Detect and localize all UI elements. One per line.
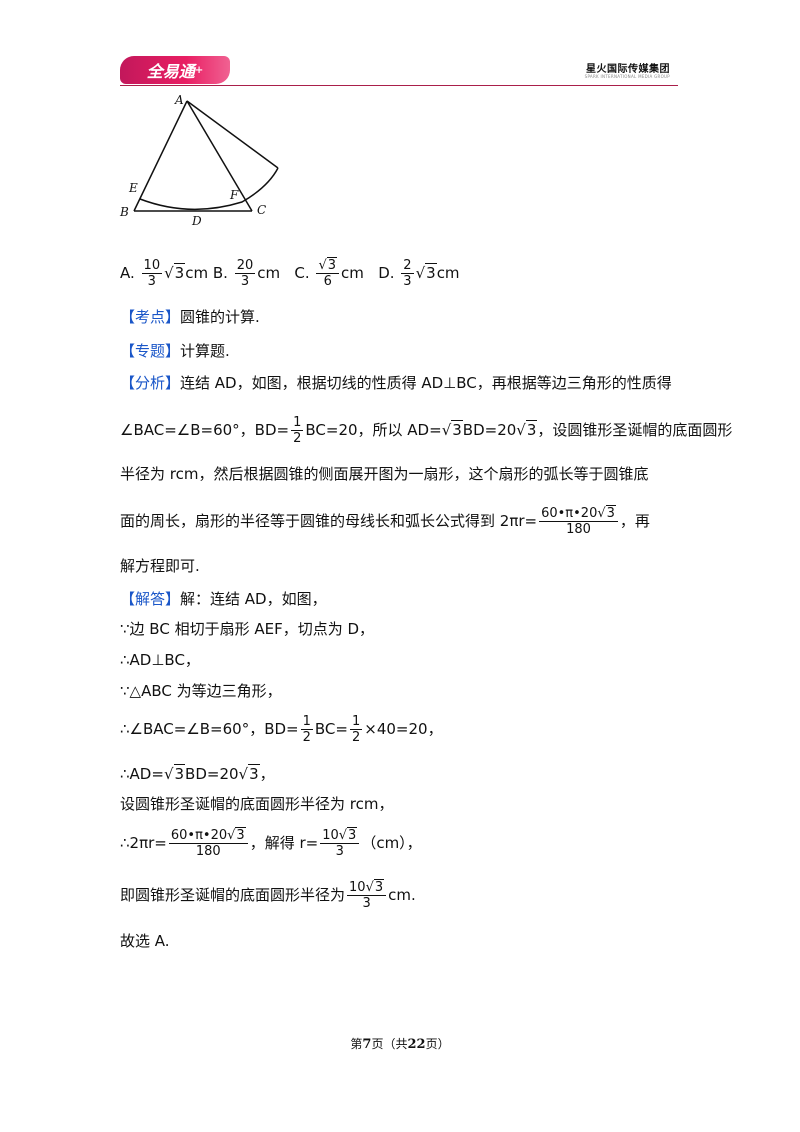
fenxi-line-5: 解方程即可.: [120, 555, 200, 576]
label-a: A: [174, 93, 184, 107]
label-b: B: [119, 205, 129, 219]
zhuanti-line: 【专题】计算题.: [120, 340, 230, 361]
footer-mid: 页（共: [371, 1037, 408, 1051]
fenxi-text-4a: 面的周长，扇形的半径等于圆锥的母线长和弧长公式得到 2πr=: [120, 512, 538, 530]
jieda-text-9a: 即圆锥形圣诞帽的底面圆形半径为: [120, 886, 346, 904]
jieda-text-5b: BC=: [314, 720, 348, 738]
label-e: E: [128, 181, 138, 195]
jieda-text-8c: （cm），: [361, 834, 422, 852]
option-b-label: B.: [212, 264, 228, 282]
page-number: 7: [362, 1037, 372, 1052]
fenxi-text-2b: BC=20，所以 AD=: [305, 421, 442, 439]
zhuanti-tag: 【专题】: [120, 342, 181, 360]
page-footer: 第7页（共22页）: [0, 1035, 800, 1052]
jieda-line-7: 设圆锥形圣诞帽的底面圆形半径为 rcm，: [120, 795, 394, 813]
option-a-unit: cm: [185, 264, 209, 282]
option-b-unit: cm: [257, 264, 281, 282]
fenxi-tag: 【分析】: [120, 374, 181, 392]
jieda-line-10: 故选 A.: [120, 932, 170, 950]
jieda-line-6: ∴AD=√3BD=20√3，: [120, 763, 275, 784]
jieda-text-1: 解：连结 AD，如图，: [180, 590, 327, 608]
jieda-text-6c: ，: [259, 765, 275, 783]
jieda-text-5a: ∴∠BAC=∠B=60°，BD=: [120, 720, 299, 738]
total-pages: 22: [407, 1037, 426, 1052]
jieda-line-1: 【解答】解：连结 AD，如图，: [120, 588, 327, 609]
option-c-label: C.: [294, 264, 310, 282]
jieda-tag: 【解答】: [120, 590, 181, 608]
fenxi-text-2a: ∠BAC=∠B=60°，BD=: [120, 421, 290, 439]
label-c: C: [257, 203, 266, 217]
jieda-text-9b: cm.: [388, 886, 416, 904]
sqrt-symbol: √3: [164, 263, 186, 282]
fenxi-text-2c: BD=20: [462, 421, 517, 439]
jieda-text-6b: BD=20: [185, 765, 239, 783]
option-d-unit: cm: [436, 264, 460, 282]
brand-logo: 全易通+: [120, 56, 230, 84]
sector-arc: [139, 167, 279, 211]
jieda-text-8b: ，解得 r=: [249, 834, 319, 852]
option-d-label: D.: [378, 264, 395, 282]
label-f: F: [229, 188, 239, 202]
sqrt-symbol: √3: [441, 420, 463, 439]
label-d: D: [191, 214, 202, 227]
footer-pre: 第: [350, 1037, 363, 1051]
fenxi-line-1: 【分析】连结 AD，如图，根据切线的性质得 AD⊥BC，再根据等边三角形的性质得: [120, 372, 672, 393]
logo-text: 全易通: [146, 62, 195, 81]
jieda-text-5c: ×40=20，: [364, 720, 443, 738]
fenxi-text-4b: ，再: [619, 512, 650, 530]
sqrt-symbol: √3: [163, 764, 186, 783]
jieda-line-2: ∵边 BC 相切于扇形 AEF，切点为 D，: [120, 620, 375, 638]
jieda-text-8a: ∴2πr=: [120, 834, 167, 852]
company-name: 星火国际传媒集团: [586, 64, 670, 75]
kaodian-line: 【考点】圆锥的计算.: [120, 306, 260, 327]
kaodian-tag: 【考点】: [120, 308, 181, 326]
kaodian-text: 圆锥的计算.: [180, 308, 260, 326]
sqrt-symbol: √3: [238, 764, 260, 783]
footer-post: 页）: [425, 1037, 450, 1051]
option-c-unit: cm: [341, 264, 364, 282]
fenxi-text-5: 解方程即可.: [120, 557, 200, 575]
geometry-figure: A E B D F C: [119, 93, 279, 227]
fenxi-text-2d: ，设圆锥形圣诞帽的底面圆形: [537, 421, 733, 439]
jieda-line-3: ∴AD⊥BC，: [120, 651, 200, 669]
fenxi-text-3: 半径为 rcm，然后根据圆锥的侧面展开图为一扇形，这个扇形的弧长等于圆锥底: [120, 465, 649, 483]
edge-ab: [133, 100, 188, 212]
edge-ac: [186, 100, 253, 212]
company-subtitle: SPARK INTERNATIONAL MEDIA GROUP: [584, 74, 670, 79]
sector-radius-right: [186, 100, 279, 169]
option-a-label: A.: [120, 264, 135, 282]
jieda-text-6a: ∴AD=: [120, 765, 164, 783]
header-divider: [120, 85, 678, 86]
fenxi-text-1: 连结 AD，如图，根据切线的性质得 AD⊥BC，再根据等边三角形的性质得: [180, 374, 672, 392]
jieda-line-4: ∵△ABC 为等边三角形，: [120, 682, 282, 700]
fenxi-line-3: 半径为 rcm，然后根据圆锥的侧面展开图为一扇形，这个扇形的弧长等于圆锥底: [120, 463, 648, 484]
sqrt-symbol: √3: [516, 420, 538, 439]
sqrt-symbol: √3: [415, 263, 437, 282]
zhuanti-text: 计算题.: [180, 342, 230, 360]
